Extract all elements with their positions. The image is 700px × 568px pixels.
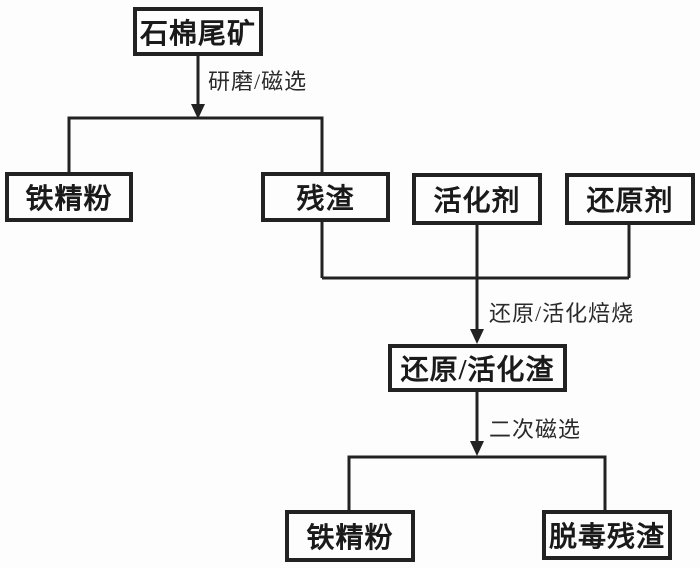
edge-label-secondary-magnetic-separation: 二次磁选	[489, 417, 582, 442]
connector-split-2	[347, 455, 607, 510]
arrowhead-roast-icon	[470, 329, 484, 344]
edge-label-grinding-magnetic-separation: 研磨/磁选	[208, 69, 308, 94]
node-iron-concentrate-top: 铁精粉	[5, 172, 133, 222]
node-residue: 残渣	[261, 172, 390, 222]
node-asbestos-tailings: 石棉尾矿	[133, 7, 263, 56]
connector-split-1	[67, 116, 324, 172]
node-reducing-agent: 还原剂	[565, 173, 695, 225]
node-activator: 活化剂	[412, 173, 542, 225]
arrowhead-secondary-icon	[470, 441, 484, 456]
node-iron-concentrate-bottom: 铁精粉	[285, 510, 415, 562]
arrowhead-grind-icon	[191, 104, 205, 119]
edge-label-reduction-activation-roasting: 还原/活化焙烧	[489, 301, 635, 326]
node-reduction-activation-slag: 还原/活化渣	[388, 344, 567, 392]
node-detoxified-residue: 脱毒残渣	[542, 510, 672, 560]
